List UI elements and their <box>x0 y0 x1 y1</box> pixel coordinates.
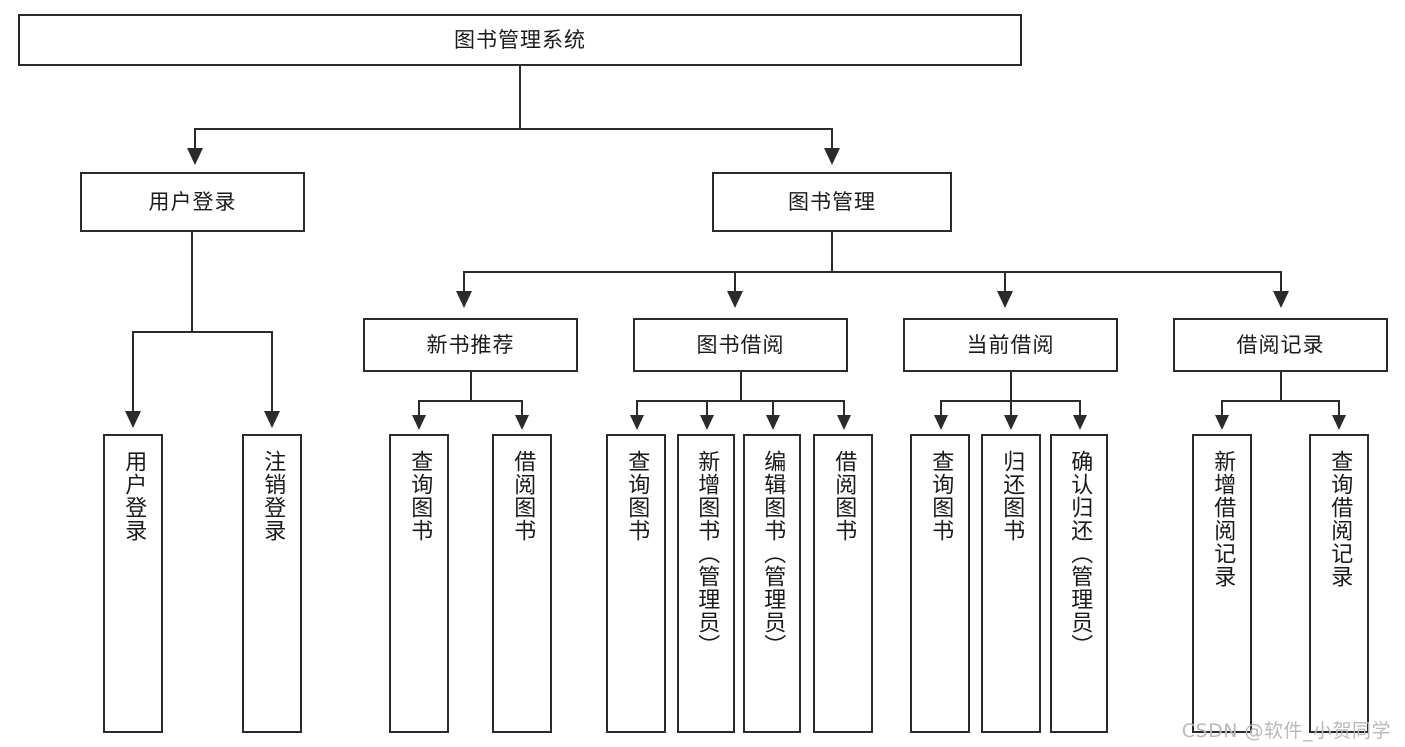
node-label: 图书管理系统 <box>454 27 586 52</box>
connector-cb-drop-3 <box>1079 400 1081 417</box>
leaf-query-book-current[interactable]: 查询图书 <box>910 434 970 733</box>
connector-bm-drop-1 <box>463 271 465 293</box>
arrow-to-leaf-query-book-bb <box>630 415 644 430</box>
connector-root-bus <box>195 128 833 130</box>
leaf-label: 归还图书 <box>999 450 1025 542</box>
connector-book-borrow-stem <box>740 372 742 401</box>
connector-br-drop-1 <box>1221 400 1223 417</box>
arrow-to-leaf-add-record <box>1215 415 1229 430</box>
node-user-login[interactable]: 用户登录 <box>80 172 305 232</box>
arrow-to-leaf-edit-book <box>766 415 780 430</box>
arrow-to-new-book <box>456 291 472 308</box>
leaf-logout[interactable]: 注销登录 <box>242 434 302 733</box>
connector-bb-drop-4 <box>843 400 845 417</box>
connector-bm-drop-3 <box>1004 271 1006 293</box>
connector-user-login-drop-2 <box>271 331 273 413</box>
arrow-to-book-borrow <box>727 291 743 308</box>
node-book-borrow[interactable]: 图书借阅 <box>633 318 848 372</box>
connector-borrow-record-bus <box>1222 400 1340 402</box>
leaf-label: 新增图书（管理员） <box>694 450 720 657</box>
leaf-edit-book-admin[interactable]: 编辑图书（管理员） <box>743 434 801 733</box>
leaf-label: 用户登录 <box>121 450 147 542</box>
connector-borrow-record-stem <box>1280 372 1282 401</box>
node-label: 当前借阅 <box>966 332 1055 357</box>
node-label: 图书管理 <box>788 189 876 214</box>
connector-root-stem <box>519 66 521 129</box>
connector-user-login-stem <box>191 232 193 332</box>
connector-bm-drop-4 <box>1280 271 1282 293</box>
leaf-label: 新增借阅记录 <box>1210 450 1236 588</box>
leaf-label: 查询图书 <box>928 450 954 542</box>
node-label: 用户登录 <box>148 189 237 214</box>
arrow-to-leaf-add-book <box>700 415 714 430</box>
leaf-label: 借阅图书 <box>831 450 857 542</box>
connector-bb-drop-3 <box>772 400 774 417</box>
connector-book-borrow-bus <box>637 400 845 402</box>
connector-cb-drop-1 <box>940 400 942 417</box>
node-label: 借阅记录 <box>1236 332 1325 357</box>
leaf-borrow-book-bb[interactable]: 借阅图书 <box>813 434 873 733</box>
arrow-to-leaf-return-book <box>1004 415 1018 430</box>
leaf-label: 编辑图书（管理员） <box>760 450 786 657</box>
node-label: 新书推荐 <box>426 332 515 357</box>
arrow-to-leaf-query-book-nb <box>412 415 426 430</box>
arrow-to-book-management <box>824 148 840 165</box>
leaf-add-book-admin[interactable]: 新增图书（管理员） <box>677 434 735 733</box>
connector-book-management-stem <box>831 232 833 272</box>
leaf-label: 借阅图书 <box>510 450 536 542</box>
node-borrow-record[interactable]: 借阅记录 <box>1173 318 1388 372</box>
connector-br-drop-2 <box>1338 400 1340 417</box>
node-current-borrow[interactable]: 当前借阅 <box>903 318 1118 372</box>
connector-cb-drop-2 <box>1010 400 1012 417</box>
leaf-query-book-borrow[interactable]: 查询图书 <box>606 434 666 733</box>
arrow-to-borrow-record <box>1273 291 1289 308</box>
leaf-label: 查询借阅记录 <box>1327 450 1353 588</box>
connector-root-drop-1 <box>194 128 196 150</box>
leaf-label: 查询图书 <box>624 450 650 542</box>
connector-user-login-bus <box>133 331 273 333</box>
node-new-book-recommend[interactable]: 新书推荐 <box>363 318 578 372</box>
arrow-to-leaf-logout <box>264 411 280 428</box>
arrow-to-user-login <box>187 148 203 165</box>
connector-new-book-bus <box>419 400 523 402</box>
connector-nb-drop-1 <box>418 400 420 417</box>
leaf-query-book-new[interactable]: 查询图书 <box>389 434 449 733</box>
arrow-to-leaf-query-book-cb <box>934 415 948 430</box>
leaf-label: 确认归还（管理员） <box>1067 450 1093 657</box>
connector-bb-drop-1 <box>636 400 638 417</box>
arrow-to-leaf-confirm-return <box>1073 415 1087 430</box>
connector-new-book-stem <box>470 372 472 401</box>
connector-user-login-drop-1 <box>132 331 134 413</box>
leaf-confirm-return-admin[interactable]: 确认归还（管理员） <box>1050 434 1108 733</box>
arrow-to-leaf-borrow-book-nb <box>515 415 529 430</box>
leaf-borrow-book-new[interactable]: 借阅图书 <box>492 434 552 733</box>
connector-bb-drop-2 <box>706 400 708 417</box>
connector-nb-drop-2 <box>521 400 523 417</box>
leaf-return-book[interactable]: 归还图书 <box>981 434 1041 733</box>
arrow-to-leaf-user-login <box>125 411 141 428</box>
connector-root-drop-2 <box>831 128 833 150</box>
node-book-management[interactable]: 图书管理 <box>712 172 952 232</box>
connector-bm-drop-2 <box>734 271 736 293</box>
leaf-query-borrow-record[interactable]: 查询借阅记录 <box>1309 434 1369 733</box>
node-root-book-management-system[interactable]: 图书管理系统 <box>18 14 1022 66</box>
leaf-label: 查询图书 <box>407 450 433 542</box>
leaf-label: 注销登录 <box>260 450 286 542</box>
node-label: 图书借阅 <box>696 332 785 357</box>
arrow-to-leaf-query-record <box>1332 415 1346 430</box>
connector-book-management-bus <box>464 271 1282 273</box>
connector-current-borrow-stem <box>1010 372 1012 401</box>
arrow-to-current-borrow <box>997 291 1013 308</box>
leaf-user-login[interactable]: 用户登录 <box>103 434 163 733</box>
arrow-to-leaf-borrow-book-bb <box>837 415 851 430</box>
watermark-text: CSDN @软件_小贺同学 <box>1181 720 1391 742</box>
leaf-add-borrow-record[interactable]: 新增借阅记录 <box>1192 434 1252 733</box>
